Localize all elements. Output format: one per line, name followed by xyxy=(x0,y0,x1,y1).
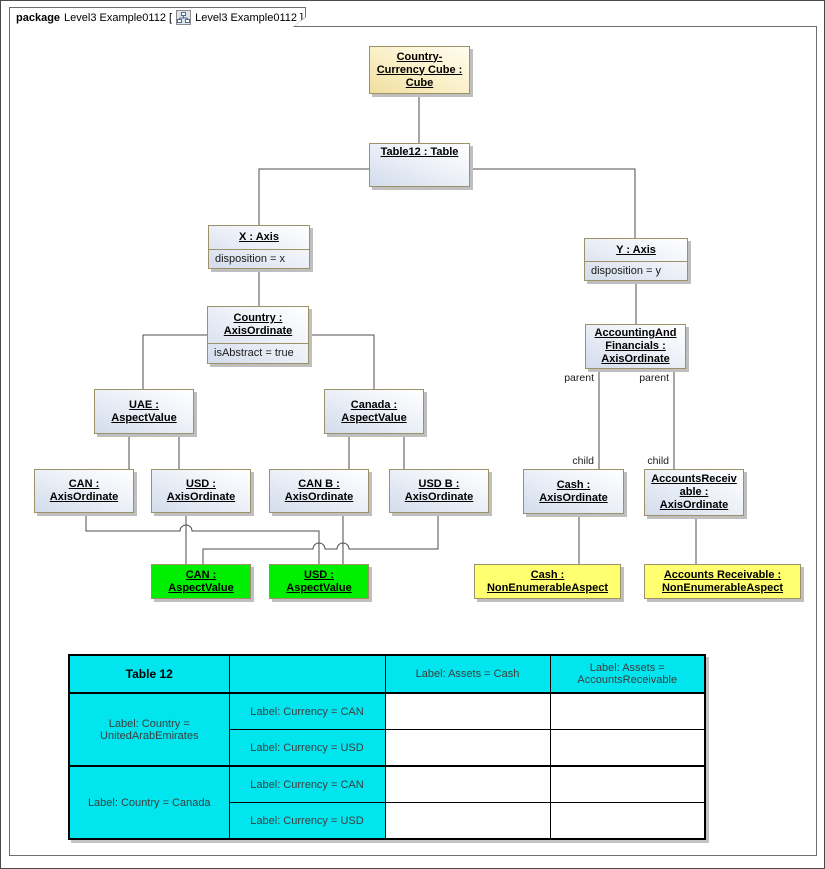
table-row-header-currency: Label: Currency = USD xyxy=(228,729,386,767)
table-data-cell xyxy=(549,729,706,767)
table-data-cell xyxy=(384,802,551,840)
node-title: USD B : AxisOrdinate xyxy=(404,478,474,503)
node-title: CAN : AxisOrdinate xyxy=(49,478,119,503)
package-frame xyxy=(9,26,817,856)
table-header-assets-ar: Label: Assets = AccountsReceivable xyxy=(549,654,706,694)
diagram-ref: Level3 Example0112 ] xyxy=(195,11,304,24)
node-title: AccountsReceiv able : AxisOrdinate xyxy=(651,473,737,511)
table-header-assets-cash: Label: Assets = Cash xyxy=(384,654,551,694)
table-data-cell xyxy=(384,729,551,767)
table-data-cell xyxy=(549,802,706,840)
table-data-cell xyxy=(384,692,551,730)
node-usd-b-ordinate[interactable]: USD B : AxisOrdinate xyxy=(389,469,489,513)
node-title: X : Axis xyxy=(239,231,279,243)
node-title: CAN : AspectValue xyxy=(168,568,234,594)
node-can-ordinate[interactable]: CAN : AxisOrdinate xyxy=(34,469,134,513)
node-canada[interactable]: Canada : AspectValue xyxy=(324,389,424,434)
package-name: Level3 Example0112 [ xyxy=(64,11,173,24)
node-cash-aspect[interactable]: Cash : NonEnumerableAspect xyxy=(474,564,621,599)
node-title: Canada : AspectValue xyxy=(341,398,407,424)
table-row-header-country-uae: Label: Country = UnitedArabEmirates xyxy=(68,692,230,767)
edge-table12-xaxis[interactable] xyxy=(258,168,369,225)
package-keyword: package xyxy=(16,11,61,24)
table-row-header-currency: Label: Currency = USD xyxy=(228,802,386,840)
edge-country-uae[interactable] xyxy=(142,334,207,389)
node-accounts-receivable-ordinate[interactable]: AccountsReceiv able : AxisOrdinate xyxy=(644,469,744,516)
node-cash-ordinate[interactable]: Cash : AxisOrdinate xyxy=(523,469,624,514)
node-attribute: isAbstract = true xyxy=(208,343,308,363)
edge-label-child: child xyxy=(647,455,669,467)
node-accounting-financials[interactable]: AccountingAnd Financials : AxisOrdinate xyxy=(585,324,686,369)
node-uae[interactable]: UAE : AspectValue xyxy=(94,389,194,434)
edge-label-parent: parent xyxy=(639,372,669,384)
node-title: Y : Axis xyxy=(616,243,656,256)
node-usd-aspect-value[interactable]: USD : AspectValue xyxy=(269,564,369,599)
table-data-cell xyxy=(549,765,706,803)
node-usd-ordinate[interactable]: USD : AxisOrdinate xyxy=(151,469,251,513)
edge-table12-yaxis[interactable] xyxy=(470,168,636,238)
node-title: AccountingAnd Financials : AxisOrdinate xyxy=(594,327,677,365)
node-can-aspect-value[interactable]: CAN : AspectValue xyxy=(151,564,251,599)
table-data-cell xyxy=(384,765,551,803)
node-title: USD : AxisOrdinate xyxy=(166,478,236,503)
table-row-header-country-canada: Label: Country = Canada xyxy=(68,765,230,840)
node-title: USD : AspectValue xyxy=(286,568,352,594)
table-row-header-currency: Label: Currency = CAN xyxy=(228,765,386,803)
node-x-axis[interactable]: X : Axis disposition = x xyxy=(208,225,310,269)
table-title-cell: Table 12 xyxy=(68,654,230,694)
node-attribute: disposition = y xyxy=(585,261,687,280)
node-title: Table12 : Table xyxy=(380,146,459,158)
node-title: UAE : AspectValue xyxy=(111,398,177,424)
edge-label-parent: parent xyxy=(564,372,594,384)
node-title: Cash : AxisOrdinate xyxy=(539,478,608,504)
node-can-b-ordinate[interactable]: CAN B : AxisOrdinate xyxy=(269,469,369,513)
table12-grid[interactable]: Table 12 Label: Assets = Cash Label: Ass… xyxy=(68,654,706,840)
node-y-axis[interactable]: Y : Axis disposition = y xyxy=(584,238,688,281)
table-row-header-currency: Label: Currency = CAN xyxy=(228,692,386,730)
table-data-cell xyxy=(549,692,706,730)
node-cube[interactable]: Country-Currency Cube : Cube xyxy=(369,46,470,94)
edge-usdbord-aspect[interactable] xyxy=(202,513,439,564)
node-country[interactable]: Country : AxisOrdinate isAbstract = true xyxy=(207,306,309,364)
node-attribute: disposition = x xyxy=(209,249,309,268)
node-accounts-receivable-aspect[interactable]: Accounts Receivable : NonEnumerableAspec… xyxy=(644,564,801,599)
package-frame-tab: package Level3 Example0112 [ Level3 Exam… xyxy=(9,7,306,27)
node-title: Country-Currency Cube : Cube xyxy=(376,50,463,89)
table-empty-header-cell xyxy=(228,654,386,694)
edge-country-canada[interactable] xyxy=(309,334,375,389)
node-title: Accounts Receivable : NonEnumerableAspec… xyxy=(661,568,784,594)
diagram-icon xyxy=(176,10,191,25)
node-table12[interactable]: Table12 : Table xyxy=(369,143,470,187)
edge-label-child: child xyxy=(572,455,594,467)
node-title: Cash : NonEnumerableAspect xyxy=(486,568,609,594)
node-title: Country : AxisOrdinate xyxy=(223,312,293,337)
node-title: CAN B : AxisOrdinate xyxy=(284,478,354,503)
